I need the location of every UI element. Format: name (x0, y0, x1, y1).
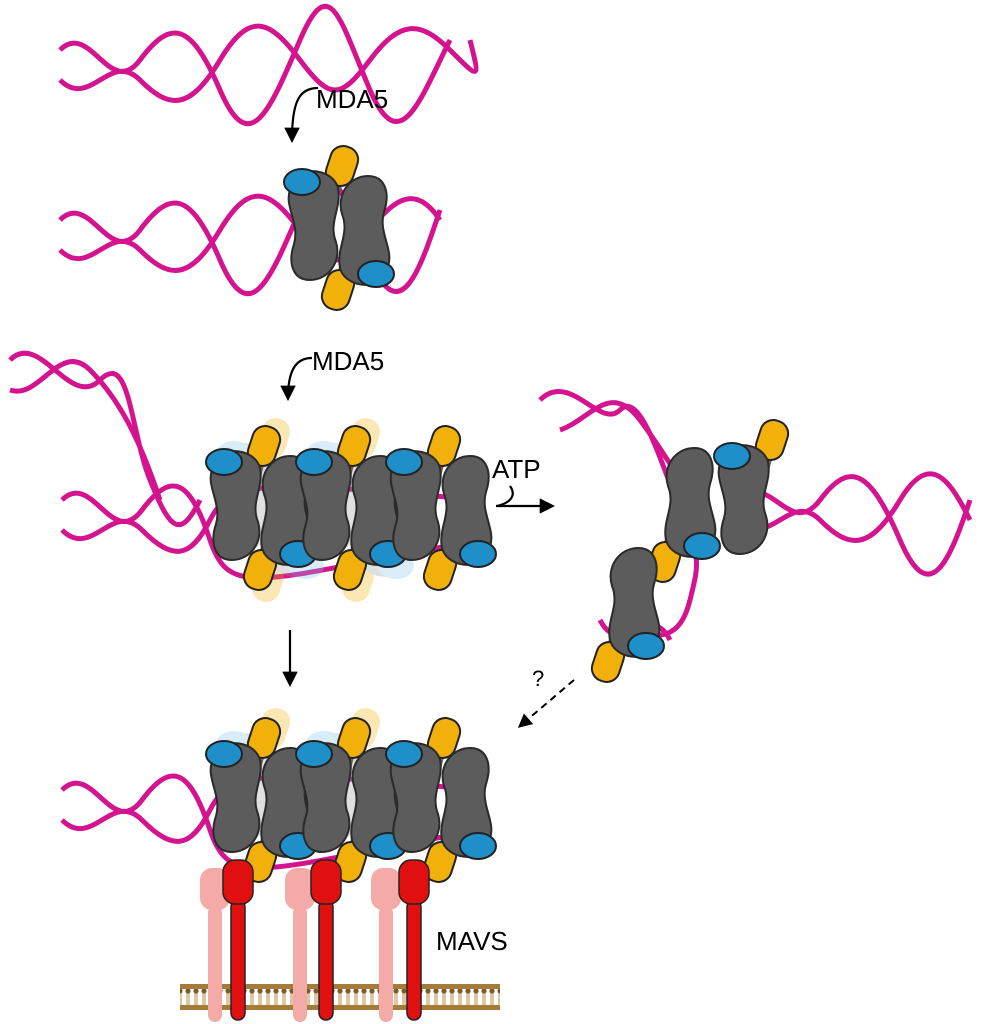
arrow-reassembly-dashed (517, 679, 575, 728)
arrow-mda5-binding-2 (280, 356, 313, 402)
label-mavs: MAVS (436, 926, 508, 956)
arrow-atp-disassembly (495, 485, 556, 514)
label-mda5-first: MDA5 (316, 84, 388, 114)
label-mda5-second: MDA5 (312, 346, 384, 376)
arrow-mda5-binding-1 (284, 86, 319, 144)
mda5-dimer-on-rna (282, 141, 396, 315)
mda5-released-monomers (587, 415, 793, 687)
label-atp: ATP (492, 454, 541, 484)
mda5-filament (204, 413, 498, 607)
mda5-filament-signaling (204, 703, 498, 887)
dsrna-helix-top (58, 3, 479, 127)
lipid-membrane (180, 984, 500, 1010)
label-question: ? (532, 666, 544, 691)
